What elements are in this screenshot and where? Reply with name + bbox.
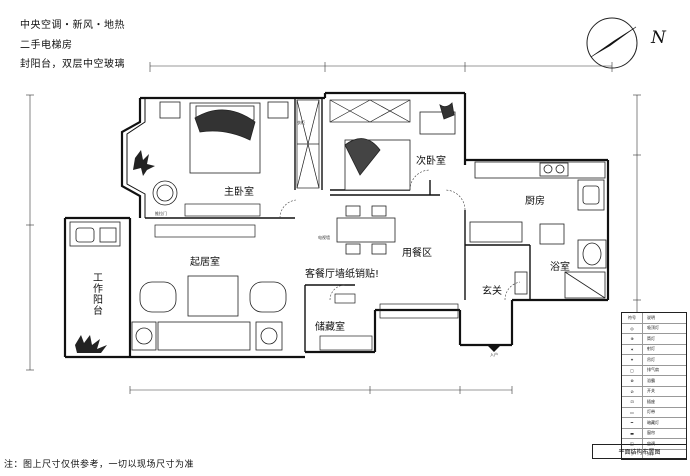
wardrobe-label: 衣柜 [297, 120, 305, 125]
entry-label: 入户 [490, 352, 498, 357]
legend-symbol: ⊡ [622, 397, 643, 407]
legend-row: ✶ 射灯 [622, 343, 686, 354]
door-note-label: 推拉门 [155, 211, 167, 216]
compass-north-letter: N [651, 28, 666, 48]
room-second-bedroom: 次卧室 [416, 156, 446, 167]
legend-symbol: ? [622, 449, 643, 459]
room-bathroom: 浴室 [550, 262, 570, 273]
legend-desc: 插座 [647, 398, 655, 404]
room-storage: 储藏室 [315, 322, 345, 333]
legend-symbol: ⌖ [622, 355, 643, 365]
dining-table [336, 205, 396, 255]
header-note-3: 封阳台，双层中空玻璃 [20, 59, 125, 70]
header-note-2: 二手电梯房 [20, 40, 73, 51]
plant-icon [75, 335, 107, 353]
legend-desc: 暗藏灯 [647, 419, 659, 425]
room-living: 起居室 [190, 257, 220, 268]
legend-row: ▢ 排气扇 [622, 364, 686, 375]
plant-icon [133, 150, 155, 176]
legend-desc: 空调 [647, 440, 655, 446]
legend-symbol: ▬ [622, 428, 643, 438]
legend-row: ▬ 窗帘 [622, 427, 686, 438]
room-master-bedroom: 主卧室 [224, 187, 254, 198]
entry-arrow-icon [460, 344, 510, 352]
legend-desc: 浴霸 [647, 377, 655, 383]
wardrobes [154, 99, 411, 238]
master-bed [152, 101, 289, 206]
legend-symbol: ✶ [622, 344, 643, 354]
legend-symbol: ◎ [622, 323, 643, 333]
legend-row: ◫ 空调 [622, 438, 686, 449]
legend-row: ═ 暗藏灯 [622, 417, 686, 428]
storage-cabinets [319, 293, 459, 351]
legend-symbol: ▢ [622, 365, 643, 375]
legend-desc: 说明 [647, 314, 655, 320]
footer-note: 注：图上尺寸仅供参考，一切以现场尺寸为准 [4, 460, 195, 470]
legend-desc: 吊灯 [647, 356, 655, 362]
room-work-balcony: 工作阳台 [93, 273, 103, 317]
legend-symbol: ⊘ [622, 386, 643, 396]
legend-row: ⌖ 吊灯 [622, 354, 686, 365]
compass-icon [586, 17, 638, 69]
legend-symbol: ▭ [622, 407, 643, 417]
legend-row: ◎ 吸顶灯 [622, 322, 686, 333]
legend-symbol: ◫ [622, 439, 643, 449]
door-swings [279, 169, 521, 301]
interior-walls [145, 98, 531, 352]
legend-title: 平面结构布置图 [592, 444, 687, 459]
top-dimension-lines [149, 62, 613, 72]
bottom-dimension-lines [129, 386, 513, 394]
legend-symbol: 符号 [622, 313, 643, 323]
legend-symbol: ⊕ [622, 334, 643, 344]
legend-symbol: ═ [622, 418, 643, 428]
wallpaper-note: 客餐厅墙纸销贴! [305, 269, 380, 280]
legend-row: ⊘ 开关 [622, 385, 686, 396]
legend-desc: 排气扇 [647, 367, 659, 373]
legend-row: ⊕ 筒灯 [622, 333, 686, 344]
legend-desc: 窗帘 [647, 430, 655, 436]
header-note-1: 中央空调・新风・地热 [20, 20, 125, 31]
legend-row: ▭ 灯带 [622, 406, 686, 417]
legend-desc: ??? [647, 451, 654, 457]
kitchen-counter [469, 161, 606, 245]
room-entrance: 玄关 [482, 286, 502, 297]
legend-row: 符号说明 [622, 313, 686, 323]
legend-desc: 射灯 [647, 346, 655, 352]
balcony-fixtures [69, 221, 121, 247]
second-bed [344, 102, 456, 191]
legend-desc: 吸顶灯 [647, 325, 659, 331]
room-dining: 用餐区 [402, 248, 432, 259]
room-kitchen: 厨房 [525, 196, 545, 207]
living-furniture [131, 275, 287, 351]
bathroom-fixtures [514, 239, 607, 299]
legend-row: ???? [622, 448, 686, 459]
legend-symbol: ⊗ [622, 376, 643, 386]
legend-table: 符号说明 ◎ 吸顶灯 ⊕ 筒灯 ✶ 射灯 ⌖ 吊灯 ▢ 排气扇 ⊗ 浴霸 ⊘ 开关 ⊡ 插座 ▭… [621, 312, 687, 460]
legend-row: ⊗ 浴霸 [622, 375, 686, 386]
legend-desc: 筒灯 [647, 335, 655, 341]
legend-desc: 开关 [647, 388, 655, 394]
legend-desc: 灯带 [647, 409, 655, 415]
legend-row: ⊡ 插座 [622, 396, 686, 407]
tv-wall-label: 电视墙 [318, 235, 330, 240]
